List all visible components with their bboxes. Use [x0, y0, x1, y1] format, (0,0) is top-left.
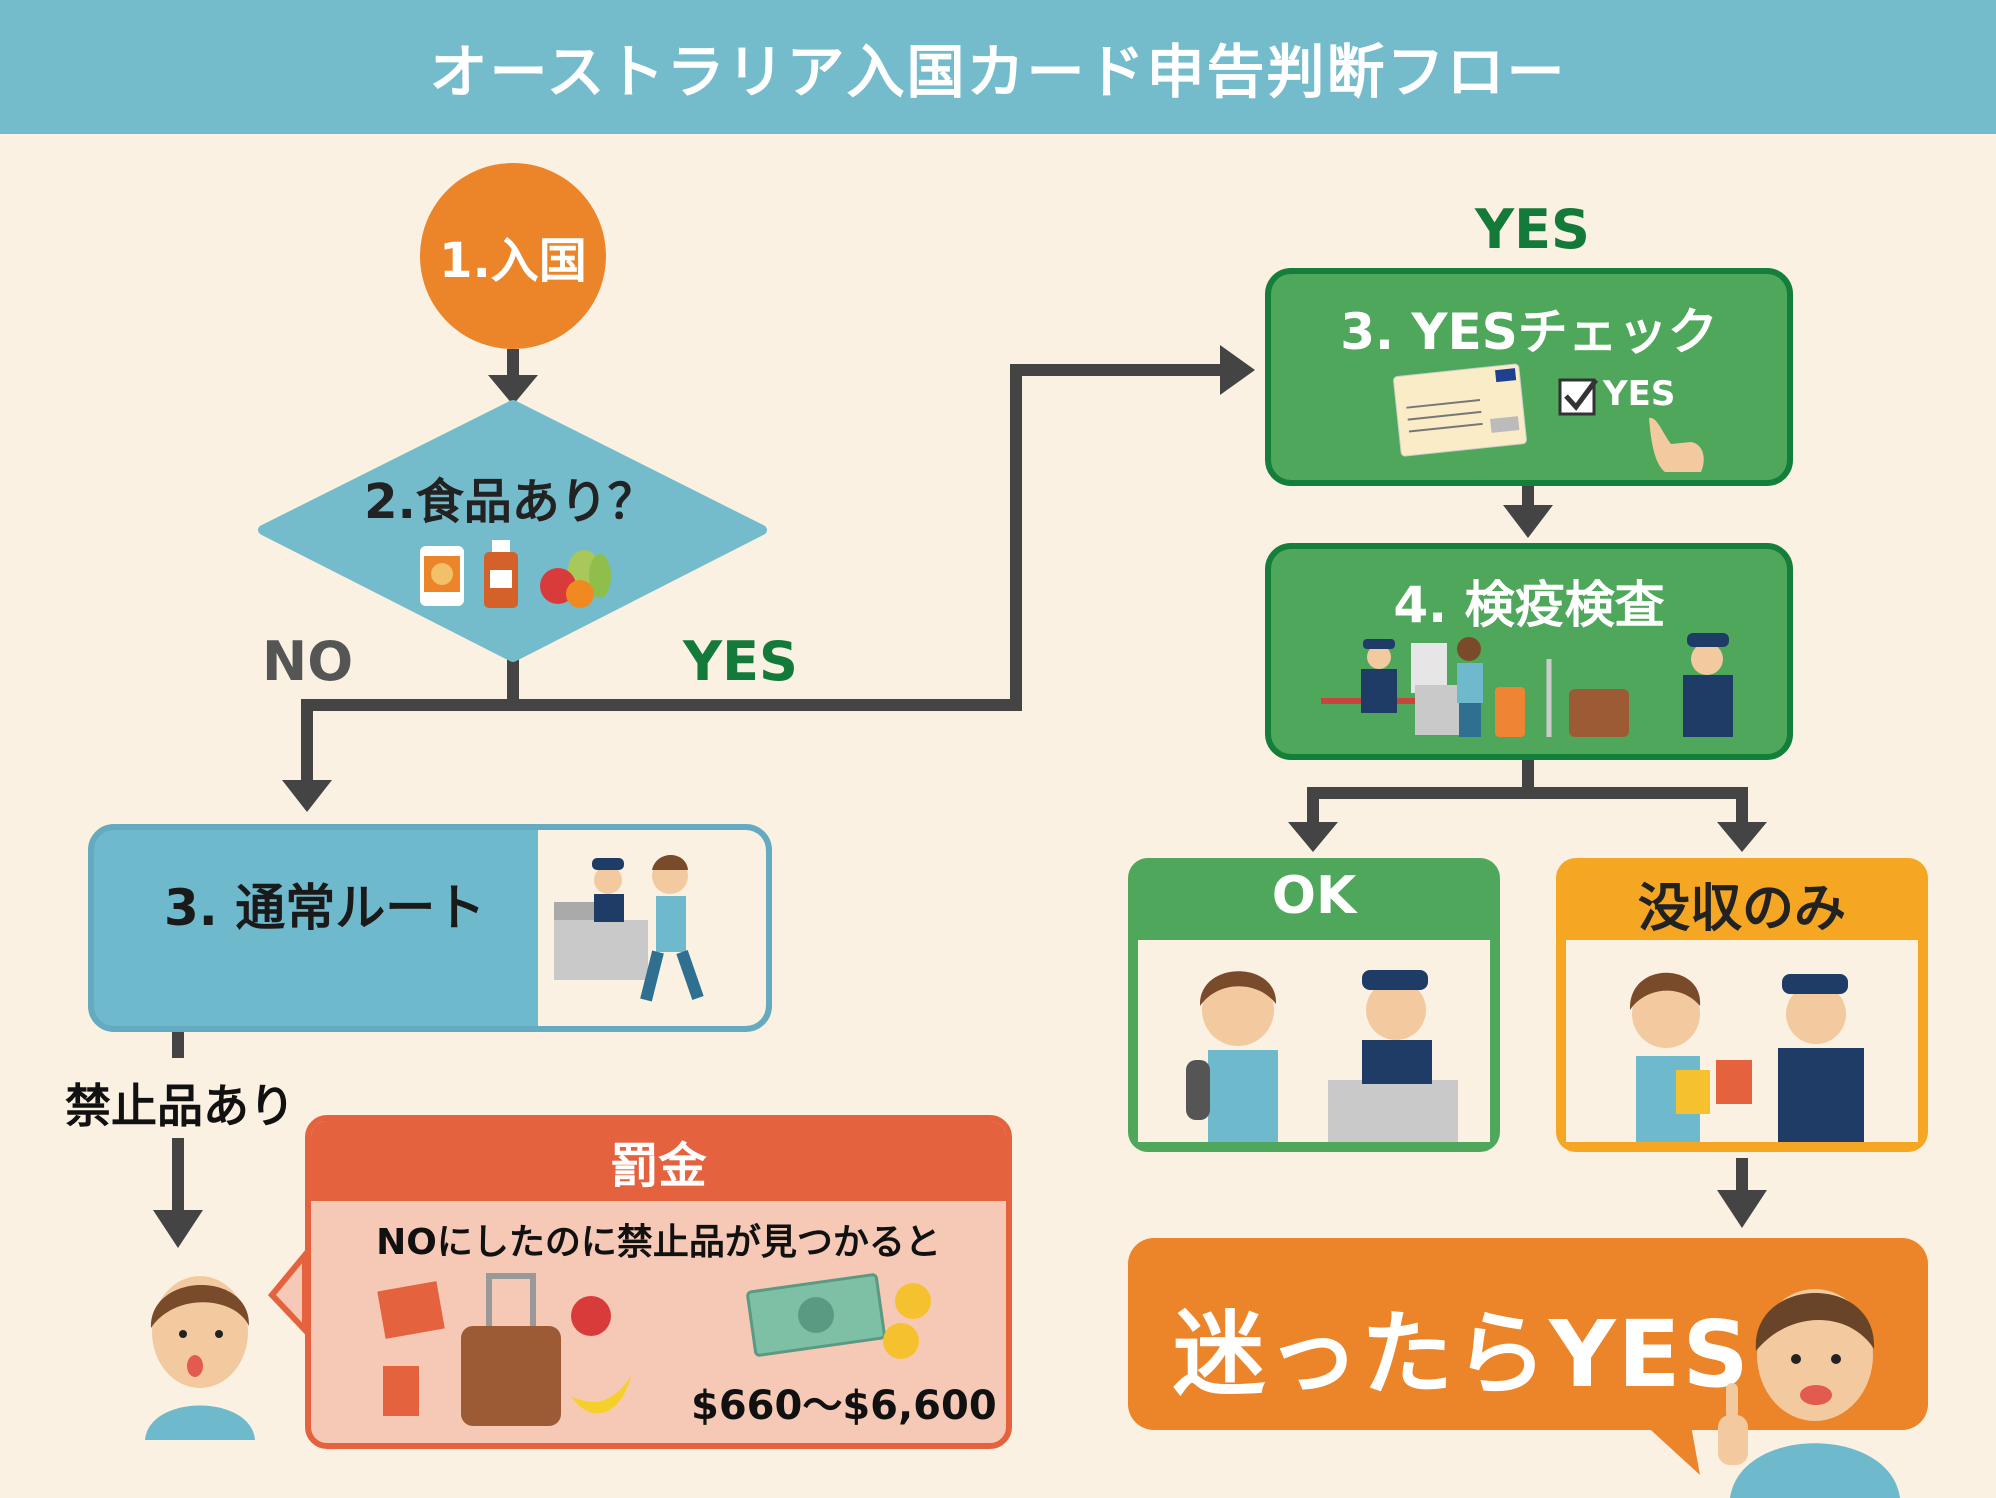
yes-check-box: 3. YESチェック YES — [1265, 268, 1793, 486]
arrowhead — [1288, 822, 1338, 852]
food-icons — [405, 535, 625, 610]
surprised-person-icon — [145, 1276, 255, 1440]
yes-check-title: 3. YESチェック — [1340, 303, 1718, 361]
speech-tail-final — [1640, 1420, 1700, 1475]
branch-no-label: NO — [262, 630, 354, 693]
fine-callout: 罰金 NOにしたのに禁止品が見つかると $660～$6,600 — [305, 1115, 1012, 1449]
normal-route-title: 3. 通常ルート — [164, 879, 486, 937]
arrow-no-branch — [301, 699, 513, 785]
pointing-hand-icon — [1649, 417, 1704, 472]
ok-officer-traveler-icon — [1186, 970, 1458, 1142]
page-title: オーストラリア入国カード申告判断フロー — [429, 38, 1567, 106]
confiscation-scene-icon — [1629, 972, 1864, 1142]
fine-amount: $660～$6,600 — [691, 1383, 997, 1429]
quarantine-title: 4. 検疫検査 — [1393, 576, 1665, 634]
arrow-yes-branch — [513, 364, 1220, 711]
decision-label: 2.食品あり？ — [364, 474, 656, 530]
result-confiscate-card: 没収のみ — [1556, 858, 1928, 1152]
start-node: 1.入国 — [420, 163, 606, 349]
decision-diamond — [258, 400, 767, 662]
start-label: 1.入国 — [439, 233, 587, 289]
result-ok-title: OK — [1271, 866, 1357, 926]
bottle-icon — [484, 540, 518, 608]
arrival-card-icon — [1393, 363, 1527, 457]
quarantine-scene-icon — [1321, 633, 1733, 737]
result-confiscate-title: 没収のみ — [1637, 879, 1846, 939]
money-icon — [746, 1273, 931, 1359]
arrowhead — [282, 780, 332, 812]
arrowhead — [1220, 345, 1255, 395]
result-ok-scene — [1138, 940, 1490, 1142]
speech-tail-fine — [268, 1246, 308, 1338]
result-confiscate-scene — [1566, 940, 1918, 1142]
quarantine-box: 4. 検疫検査 — [1265, 543, 1793, 760]
prohibited-label: 禁止品あり — [65, 1079, 295, 1133]
yes-top-label: YES — [1475, 198, 1590, 261]
fruit-icon — [540, 550, 611, 608]
fine-title: 罰金 — [311, 1121, 1006, 1201]
thumbs-up-person-icon — [1718, 1289, 1900, 1498]
checkbox-yes-label: YES — [1603, 374, 1676, 414]
officer-and-traveler-icon — [554, 855, 704, 1002]
arrowhead — [1717, 822, 1767, 852]
arrowhead — [1503, 505, 1553, 538]
immigration-scene — [538, 830, 766, 1026]
checkbox-icon — [1558, 378, 1599, 416]
arrowhead — [488, 375, 538, 405]
branch-yes-label: YES — [683, 630, 798, 693]
arrowhead — [153, 1210, 203, 1248]
header-bar — [0, 0, 1996, 134]
normal-route-box: 3. 通常ルート — [88, 824, 772, 1032]
luggage-food-icon — [377, 1273, 631, 1426]
result-ok-card: OK — [1128, 858, 1500, 1152]
cup-noodle-icon — [420, 546, 464, 606]
arrow-quarantine-split — [1307, 754, 1748, 825]
arrowhead — [1717, 1190, 1767, 1228]
fine-subtitle: NOにしたのに禁止品が見つかると — [376, 1222, 941, 1263]
